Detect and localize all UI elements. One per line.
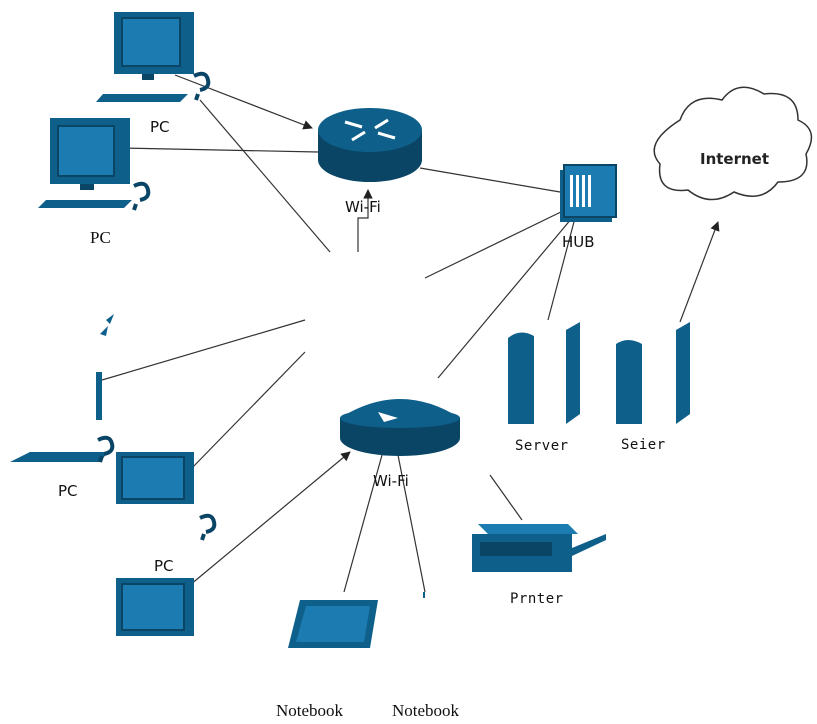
internet-label: Internet [700, 150, 770, 168]
wifi-label: Wi-Fi [373, 472, 409, 490]
server-icon [508, 322, 580, 424]
link-center-to-hub [424, 209, 566, 279]
wifi-label: Wi-Fi [345, 198, 381, 216]
desktop-pc-icon [96, 12, 211, 102]
connection-lines [101, 74, 720, 593]
link-pc-left-to-router [121, 147, 319, 153]
link-center-to-notebook-left [101, 319, 306, 381]
notebook-label: Notebook [392, 701, 460, 720]
link-hub-to-server [547, 217, 576, 321]
notebook-label: Notebook [276, 701, 344, 720]
link-wifi-to-notebook-2 [397, 454, 426, 593]
wireless-signal-icon [199, 513, 217, 541]
cloud-icon [653, 86, 813, 201]
notebook-icon [288, 600, 378, 648]
link-wifi-to-notebook-1 [343, 454, 383, 593]
server-label: Server [515, 438, 569, 454]
link-server2-to-internet [679, 221, 720, 323]
server-label: Seier [621, 437, 666, 453]
pc-label: PC [58, 482, 78, 500]
link-router-to-hub [419, 167, 561, 193]
link-wifi-to-printer [489, 474, 523, 521]
printer-label: Prnter [510, 591, 564, 607]
link-center-to-pc-lower [189, 351, 306, 471]
server-icon [616, 322, 690, 424]
pc-label: PC [90, 228, 111, 247]
link-pc-bottom-to-wifi [189, 451, 351, 586]
wireless-router-icon [340, 399, 460, 456]
desktop-pc-icon [38, 118, 151, 211]
hub-label: HUB [562, 233, 595, 251]
link-center-to-router [357, 189, 373, 252]
router-icon [318, 108, 422, 182]
link-hub-to-wifi-bottom [437, 217, 573, 379]
printer-icon [472, 524, 606, 572]
notebook-icon [96, 314, 114, 420]
hub-icon [560, 164, 617, 222]
desktop-pc-icon [116, 578, 194, 636]
pc-label: PC [154, 557, 174, 575]
desktop-pc-icon [10, 435, 194, 504]
link-pc-top-to-router [174, 74, 313, 130]
notebook-icon [423, 592, 425, 598]
link-pc-top-to-center [199, 99, 331, 253]
pc-label: PC [150, 118, 170, 136]
